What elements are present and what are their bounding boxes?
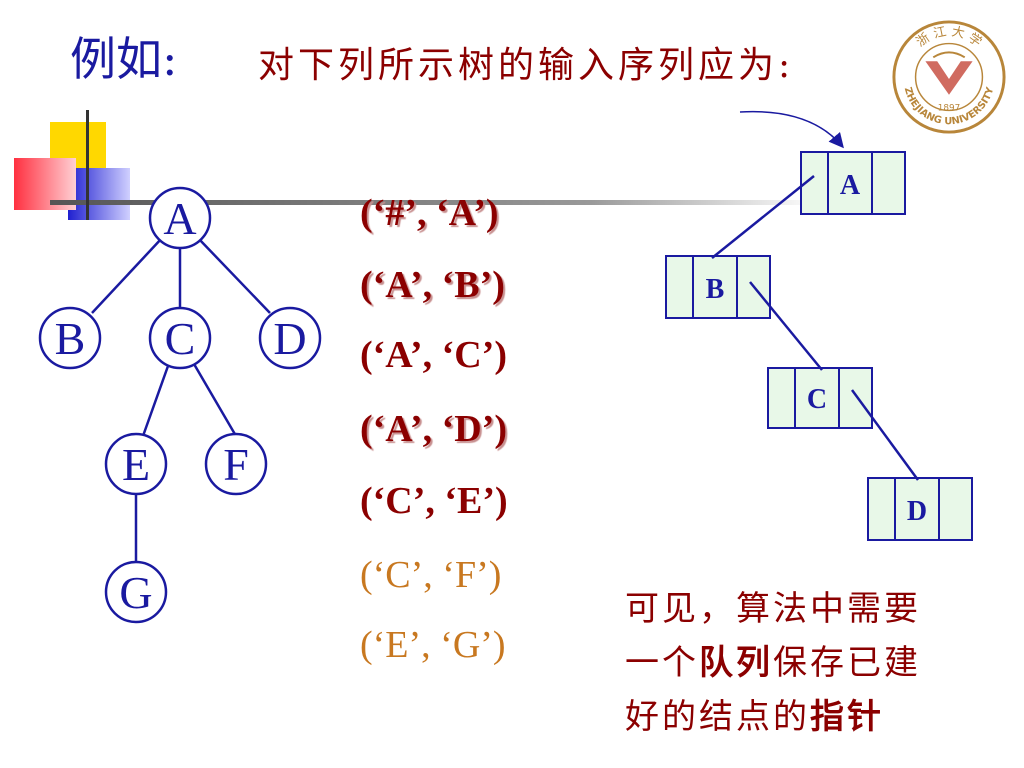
note-line-2-post: 保存已建 (773, 643, 921, 683)
tree-node-b (38, 306, 102, 370)
linked-label-a: A (840, 170, 861, 201)
sequence-pair-1: (‘#’, ‘A’) (360, 192, 499, 234)
note-queue-term: 队列 (699, 643, 773, 683)
root-pointer-arrow (739, 110, 844, 149)
linked-node-a (800, 151, 906, 215)
tree-edge-a-d (197, 237, 271, 314)
sequence-pair-2: (‘A’, ‘B’) (360, 264, 505, 306)
tree-label-e: E (122, 439, 150, 490)
tree-edge-c-f (192, 363, 238, 437)
note-line-2: 一个队列保存已建 (625, 636, 1005, 690)
title-rule (50, 200, 820, 205)
note-line-3-pre: 好的结点的 (625, 697, 810, 737)
tree-node-d (258, 306, 322, 370)
title-main: 例如: (70, 32, 178, 86)
note-line-2-pre: 一个 (625, 643, 699, 683)
conclusion-note: 可见，算法中需要 一个队列保存已建 好的结点的指针 (625, 582, 1005, 744)
tree-node-e (104, 432, 168, 496)
tree-label-b: B (55, 313, 86, 364)
tree-label-c: C (165, 313, 196, 364)
link-b-to-c (749, 281, 823, 371)
tree-node-c (148, 306, 212, 370)
tree-node-a (148, 186, 212, 250)
sequence-pair-4: (‘A’, ‘D’) (360, 408, 507, 450)
blue-square (68, 168, 130, 220)
tree-node-f (204, 432, 268, 496)
tree-label-d: D (273, 313, 306, 364)
vertical-rule (86, 110, 89, 220)
note-pointer-term: 指针 (810, 697, 884, 737)
tree-edge-a-b (91, 237, 163, 314)
linked-label-d: D (907, 496, 927, 527)
linked-label-b: B (706, 274, 725, 305)
tree-label-g: G (119, 567, 152, 618)
sequence-pair-6: (‘C’, ‘F’) (360, 554, 502, 596)
tree-label-f: F (223, 439, 249, 490)
linked-label-c: C (807, 384, 827, 415)
link-a-to-b (711, 175, 815, 259)
university-logo: 浙 江 大 学 ZHEJIANG UNIVERSITY 1897 (892, 20, 1006, 134)
linked-node-c (767, 367, 873, 429)
sequence-pair-5: (‘C’, ‘E’) (360, 480, 508, 522)
note-line-1: 可见，算法中需要 (625, 589, 921, 629)
tree-node-g (104, 560, 168, 624)
linked-node-d (867, 477, 973, 541)
note-line-3: 好的结点的指针 (625, 690, 1005, 744)
sequence-pair-3: (‘A’, ‘C’) (360, 334, 507, 376)
sequence-pair-7: (‘E’, ‘G’) (360, 624, 506, 666)
logo-year: 1897 (938, 103, 961, 113)
link-c-to-d (850, 389, 920, 481)
tree-edge-c-e (141, 365, 170, 437)
tree-label-a: A (163, 193, 196, 244)
title-sub: 对下列所示树的输入序列应为: (258, 45, 795, 86)
